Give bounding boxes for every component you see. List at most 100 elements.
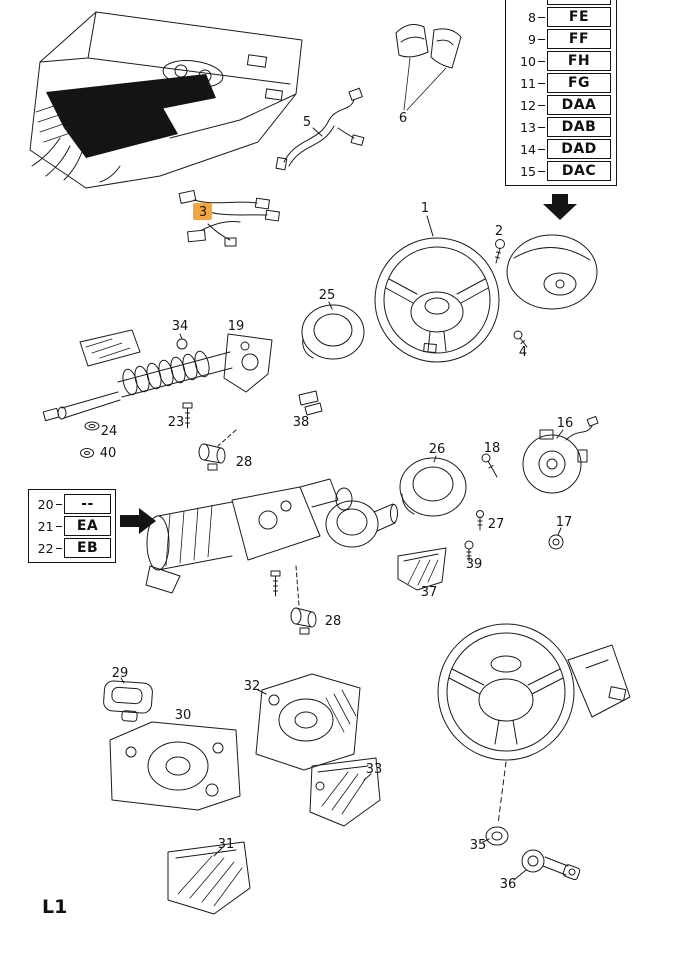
row-number: 12 [520,97,536,113]
trim-parts-6 [395,24,462,111]
part-callout-19[interactable]: 19 [228,319,245,334]
ignition-switch-28-lower [290,607,317,635]
part-callout-33[interactable]: 33 [366,762,383,777]
dashboard-illustration [29,11,303,189]
part-callout-28-upper[interactable]: 28 [236,455,253,470]
part-callout-37[interactable]: 37 [421,585,438,600]
steering-column-19 [42,329,273,422]
bolt-18 [481,453,498,478]
code-cell: DAA [547,95,611,115]
code-cell: EB [64,538,112,558]
table-row: 20 -- [33,494,112,514]
part-callout-34[interactable]: 34 [172,319,189,334]
code-cell: DAB [547,117,611,137]
row-number: 15 [520,163,536,179]
drawing-reference: L1 [42,896,67,918]
bracket-31 [167,841,251,915]
part-callout-31[interactable]: 31 [218,837,235,852]
row-number: 22 [37,540,54,556]
table-row: 10 FH [510,51,612,71]
part-callout-29[interactable]: 29 [112,666,129,681]
bracket-33 [309,757,381,827]
code-table-left: 20 -- 21 EA 22 EB [28,489,116,563]
clamp-38 [298,390,323,416]
table-row: 9 FF [510,29,612,49]
bolt-4 [513,330,528,348]
housing-30 [109,721,241,811]
ignition-switch-28-upper [198,429,237,471]
code-table-top: 8 FE 9 FF 10 FH 11 FG 12 DAA 13 DAB 14 D… [505,0,617,186]
steering-wheel-upper [374,215,500,363]
ring-35 [482,826,509,846]
table-row: 8 FE [510,7,612,27]
table-arrow-down [543,194,577,220]
washer-24 [84,421,100,431]
code-cell: EA [64,516,112,536]
table-row: 14 DAD [510,139,612,159]
part-callout-5[interactable]: 5 [303,115,311,130]
code-cell: -- [64,494,112,514]
part-callout-6[interactable]: 6 [399,111,407,126]
part-callout-30[interactable]: 30 [175,708,192,723]
bolt-23 [182,402,193,429]
table-row [510,0,612,5]
table-row: 12 DAA [510,95,612,115]
part-callout-18[interactable]: 18 [484,441,501,456]
row-number: 21 [37,518,54,534]
row-number: 10 [520,53,536,69]
part-callout-26[interactable]: 26 [429,442,446,457]
part-callout-38[interactable]: 38 [293,415,310,430]
code-cell: FE [547,7,611,27]
table-row: 13 DAB [510,117,612,137]
ignition-lock-36 [513,849,581,881]
row-number: 14 [520,141,536,157]
part-callout-23[interactable]: 23 [168,415,185,430]
part-callout-25[interactable]: 25 [319,288,336,303]
nut-17 [548,527,564,550]
code-cell: FH [547,51,611,71]
table-row: 21 EA [33,516,112,536]
part-callout-4[interactable]: 4 [519,345,527,360]
row-number: 11 [520,75,536,91]
part-callout-1[interactable]: 1 [421,201,429,216]
table-row: 22 EB [33,538,112,558]
part-callout-39[interactable]: 39 [466,557,483,572]
table-arrow-right [120,508,156,534]
column-shroud-25 [301,301,365,360]
part-callout-24[interactable]: 24 [101,424,118,439]
row-number: 8 [528,9,536,25]
code-cell-partial [547,0,611,5]
part-callout-28-lower[interactable]: 28 [325,614,342,629]
ring-40 [80,448,94,458]
bolt-2 [495,239,505,264]
part-callout-3-highlight [193,203,212,220]
part-callout-36[interactable]: 36 [500,877,517,892]
code-cell: DAD [547,139,611,159]
part-callout-32[interactable]: 32 [244,679,261,694]
table-row: 15 DAC [510,161,612,181]
bracket-37 [397,547,447,591]
clock-spring-16 [522,415,599,494]
housing-32 [255,673,361,771]
column-shroud-26 [399,455,467,517]
part-callout-27[interactable]: 27 [488,517,505,532]
part-callout-3[interactable]: 3 [199,205,207,220]
part-callout-2[interactable]: 2 [495,224,503,239]
part-callout-40[interactable]: 40 [100,446,117,461]
part-callout-35[interactable]: 35 [470,838,487,853]
part-callout-17[interactable]: 17 [556,515,573,530]
row-number: 9 [528,31,536,47]
code-cell: FF [547,29,611,49]
part-callout-16[interactable]: 16 [557,416,574,431]
row-number: 13 [520,119,536,135]
switch-29 [103,677,153,722]
cable-part-5 [275,87,365,171]
steering-wheel-lower [437,623,631,825]
row-number: 20 [37,496,54,512]
steering-column-assembly-lower [145,478,398,607]
code-cell: DAC [547,161,611,181]
table-row: 11 FG [510,73,612,93]
airbag-module [506,234,598,310]
